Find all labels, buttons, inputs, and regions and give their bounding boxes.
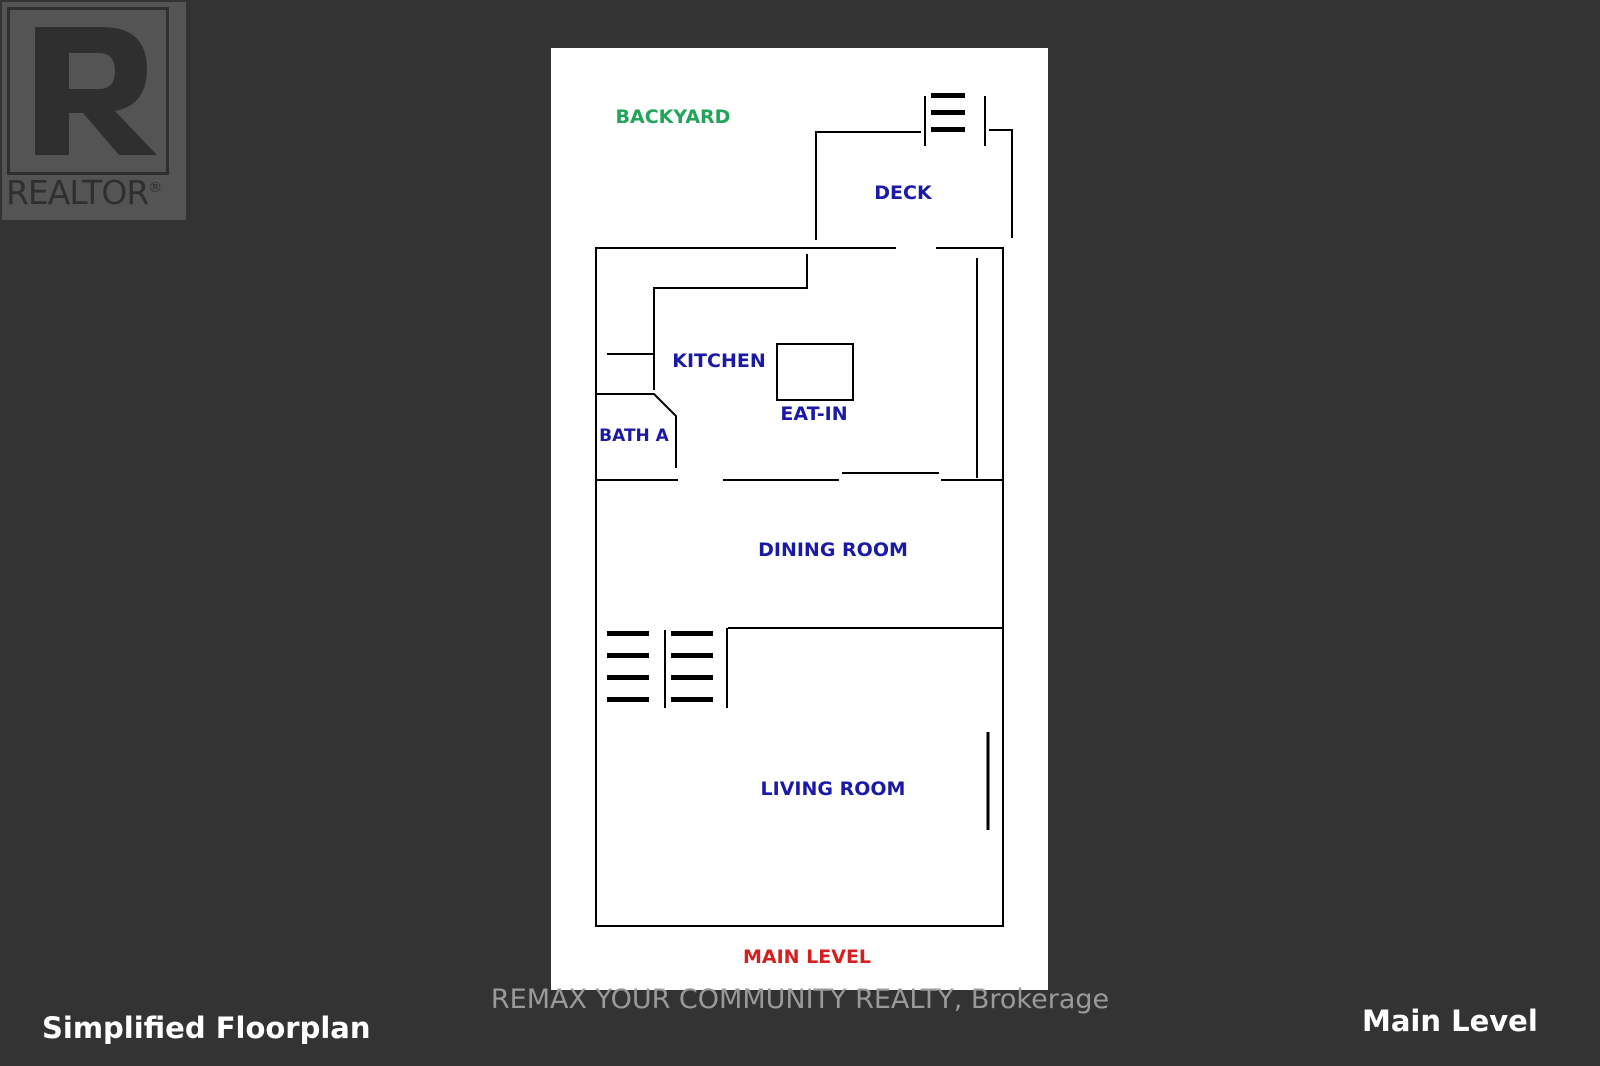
realtor-r-icon (7, 7, 169, 175)
deck-outline (815, 129, 1013, 240)
backyard-label: BACKYARD (615, 106, 731, 128)
kitchen-label: KITCHEN (672, 350, 766, 372)
realtor-logo: REALTOR® (2, 2, 186, 220)
floorplan-sheet: BACKYARD DECK KITCHEN EAT-IN BATH A DINI… (551, 48, 1048, 990)
eat-in-label: EAT-IN (780, 403, 848, 425)
caption-main-level: Main Level (1362, 1004, 1538, 1038)
main-level-label: MAIN LEVEL (742, 946, 872, 968)
caption-simplified-floorplan: Simplified Floorplan (42, 1011, 371, 1045)
deck-label: DECK (874, 182, 932, 204)
deck-stair-rails (924, 96, 986, 146)
eat-in-table (776, 343, 854, 401)
kitchen-wall (653, 254, 808, 390)
bath-label: BATH A (599, 426, 669, 446)
kitchen-dining-divider (596, 472, 1003, 481)
outer-wall (595, 247, 1004, 927)
dining-living-wall (726, 627, 1003, 708)
floorplan-drawing (595, 93, 1013, 927)
living-room-label: LIVING ROOM (760, 778, 906, 800)
staircase-treads (607, 93, 965, 702)
realtor-logo-text: REALTOR® (6, 173, 162, 212)
brokerage-watermark: REMAX YOUR COMMUNITY REALTY, Brokerage (490, 984, 1110, 1015)
bath-wall (596, 393, 677, 468)
dining-room-label: DINING ROOM (758, 539, 908, 561)
